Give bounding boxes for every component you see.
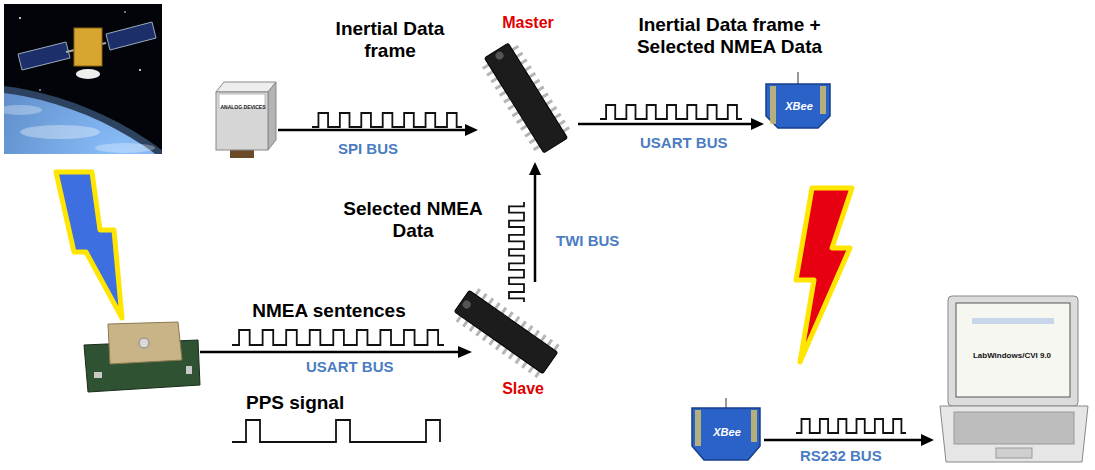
solar-panel [18, 42, 70, 70]
module-name: XBee [785, 100, 813, 113]
connector-line [764, 439, 922, 442]
xbee-pins [751, 410, 757, 442]
laptop-lid [948, 296, 1078, 406]
cloud [20, 125, 100, 139]
bus-name: TWI BUS [556, 232, 619, 249]
chip-notch [461, 299, 472, 310]
imu-connector [230, 150, 254, 158]
gps-antenna [108, 322, 182, 364]
satellite-dish [76, 69, 100, 79]
star [39, 89, 41, 91]
slave-microcontroller: Slave [452, 282, 564, 404]
laptop-screen [956, 303, 1070, 397]
arrow-head [465, 124, 478, 136]
xbee-module-picture [692, 398, 760, 460]
bus-connector [764, 434, 934, 446]
arrow-head [751, 118, 764, 130]
satellite-body [74, 28, 102, 66]
serial-wire [200, 351, 459, 354]
xbee-board [692, 408, 760, 460]
gps-receiver-picture [84, 322, 200, 392]
laptop-picture [940, 296, 1088, 462]
data-caption: NMEA sentences [240, 300, 418, 322]
connector-line [578, 123, 752, 126]
imu-sensor-picture [216, 82, 276, 158]
pps-waveform [232, 420, 440, 442]
signal-waveform [796, 419, 906, 433]
xbee-module: XBee [764, 74, 834, 132]
xbee-pins [695, 410, 701, 446]
laptop-touchpad [996, 448, 1032, 458]
arrow-head [458, 346, 472, 358]
xbee-pins [770, 86, 776, 124]
bus-connector [578, 118, 764, 130]
solar-panel [106, 22, 156, 50]
xbee-antenna [725, 398, 727, 408]
star [124, 11, 126, 13]
space-background [4, 4, 162, 154]
chip-name: Slave [502, 380, 544, 398]
bus-name: RS232 BUS [800, 447, 882, 464]
master-microcontroller: Master [478, 12, 578, 162]
device-marking: ANALOG DEVICES [220, 105, 265, 111]
master-chip-picture [479, 39, 574, 156]
slave-chip-picture [450, 285, 561, 380]
star [139, 69, 141, 71]
signal-waveform [600, 105, 742, 119]
gps-component [186, 366, 192, 374]
signal-waveform [509, 202, 524, 302]
xbee-pins [820, 86, 826, 114]
chip-notch [494, 50, 505, 61]
signal-waveform [232, 330, 444, 345]
imu-top-face [216, 82, 276, 92]
chip-body [454, 290, 557, 373]
gps-feed [139, 338, 149, 348]
laptop-keyboard [954, 412, 1074, 444]
signal-name: PPS signal [246, 392, 370, 414]
earth-globe [4, 90, 162, 154]
data-caption: Selected NMEA Data [338, 198, 488, 242]
xbee-board [766, 84, 830, 128]
gps-component [94, 372, 102, 378]
signal-waveform [312, 113, 462, 127]
chip-body [484, 43, 567, 153]
earth [4, 83, 162, 154]
laptop-base [940, 406, 1088, 462]
wireless-bolt [56, 172, 122, 318]
xbee-module-picture [766, 72, 830, 128]
chip-name: Master [502, 14, 554, 32]
screen-text: LabWindows/CVI 9.0 [973, 351, 1051, 360]
earth-atmosphere [4, 83, 162, 154]
module-name: XBee [713, 426, 741, 439]
cloud [95, 143, 155, 153]
connector-line [278, 129, 466, 132]
bus-connector [529, 162, 541, 282]
data-caption: Inertial Data frame [315, 18, 465, 62]
xbee-module: XBee [690, 398, 764, 462]
xbee-antenna [797, 72, 799, 84]
star [19, 17, 21, 19]
laptop-computer: LabWindows/CVI 9.0 [934, 292, 1090, 466]
bus-name: USART BUS [640, 134, 728, 151]
bus-connector [278, 124, 478, 136]
cloud [4, 105, 42, 115]
data-caption: Inertial Data frame + Selected NMEA Data [622, 14, 837, 58]
wireless-bolt [796, 188, 852, 362]
screen-banner [972, 318, 1054, 324]
imu-front-face [216, 92, 268, 150]
bus-name: USART BUS [306, 358, 410, 375]
imu-side-face [268, 82, 276, 150]
imu-sensor: ANALOG DEVICES [214, 82, 278, 158]
connector-line [534, 174, 537, 282]
arrow-head [921, 434, 934, 446]
bus-name: SPI BUS [338, 140, 398, 157]
arrow-head [529, 162, 541, 175]
